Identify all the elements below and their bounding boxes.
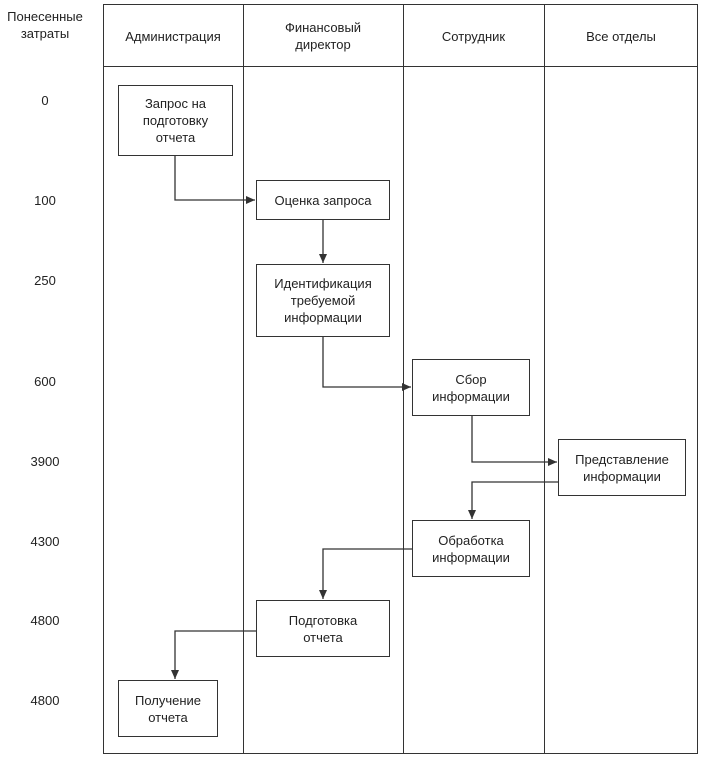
- flow-arrow: [322, 337, 411, 391]
- cost-value: 600: [34, 374, 56, 389]
- step-process-information: Обработка информации: [412, 520, 530, 577]
- step-assess-request: Оценка запроса: [256, 180, 390, 220]
- lanes-header-divider: [103, 66, 698, 67]
- step-present-information: Представление информации: [558, 439, 686, 496]
- step-identify-information: Идентификация требуемой информации: [256, 264, 390, 337]
- flow-arrow: [468, 481, 558, 519]
- flow-arrow: [471, 416, 557, 466]
- lane-divider: [544, 4, 545, 754]
- lane-divider: [243, 4, 244, 754]
- step-request-report: Запрос на подготовку отчета: [118, 85, 233, 156]
- step-receive-report: Получение отчета: [118, 680, 218, 737]
- cost-value: 100: [34, 193, 56, 208]
- lane-title-finance-director: Финансовый директор: [284, 20, 362, 52]
- lane-title-employee: Сотрудник: [441, 28, 506, 44]
- flow-arrow: [171, 630, 256, 679]
- lanes-frame: [103, 4, 698, 754]
- lane-title-administration: Администрация: [125, 28, 221, 44]
- step-collect-information: Сбор информации: [412, 359, 530, 416]
- lane-divider: [403, 4, 404, 754]
- lane-title-all-departments: Все отделы: [586, 28, 656, 44]
- cost-value: 4800: [30, 693, 60, 708]
- cost-value: 4300: [30, 534, 60, 549]
- cost-column-header: Понесенные затраты: [7, 9, 83, 41]
- cost-value: 4800: [30, 613, 60, 628]
- step-prepare-report: Подготовка отчета: [256, 600, 390, 657]
- cost-value: 250: [34, 273, 56, 288]
- flow-arrow: [174, 156, 255, 204]
- flow-arrow: [319, 548, 412, 599]
- cost-value: 0: [41, 93, 49, 108]
- cost-value: 3900: [30, 454, 60, 469]
